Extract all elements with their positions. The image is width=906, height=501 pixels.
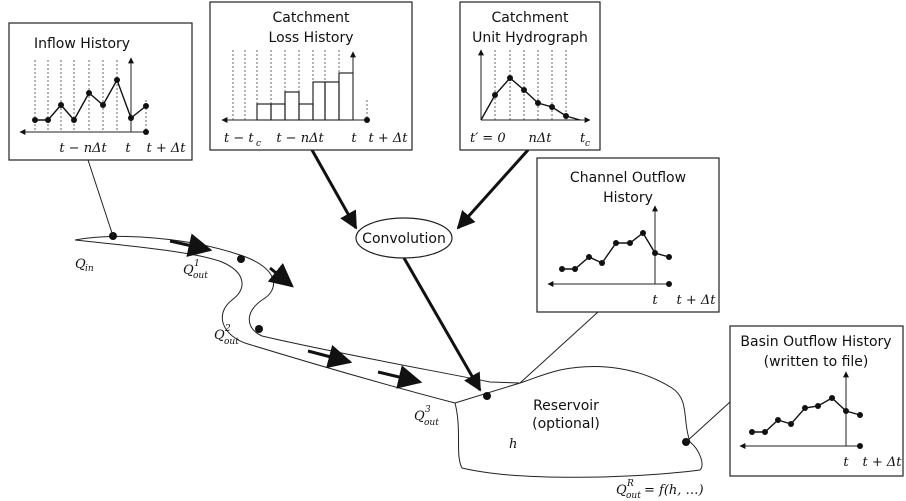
reservoir-label: Reservoir [533, 398, 599, 414]
uh-title-line1: Catchment [491, 10, 569, 26]
panel-basin-outflow-history: Basin Outflow History (written to file) … [729, 325, 904, 477]
svg-text:2: 2 [224, 324, 231, 334]
svg-text:in: in [85, 264, 94, 274]
inflow-tick-t-plus-dt: t + Δt [147, 141, 187, 156]
reservoir-h-label: h [509, 437, 517, 452]
svg-text:1: 1 [194, 259, 200, 269]
channel-points [559, 230, 672, 287]
loss-history-title-line2: Loss History [269, 30, 354, 46]
loss-dashed-grid [232, 50, 368, 120]
label-q-out1: Q 1 out [183, 259, 208, 281]
basin-outflow-title-line2: (written to file) [764, 354, 869, 370]
reservoir-outline [454, 366, 703, 478]
svg-text:out: out [224, 337, 239, 347]
channel-tick-t: t [652, 293, 658, 308]
basin-tick-t-plus-dt: t + Δt [863, 455, 903, 470]
svg-text:R: R [626, 479, 634, 489]
panel-channel-outflow-history: Channel Outflow History t t + Δt [536, 157, 720, 313]
panel-inflow-history: Inflow History t − nΔt t t + Δt [8, 22, 193, 161]
flow-arrows [169, 233, 423, 389]
svg-text:Q: Q [214, 328, 225, 343]
panel-catchment-unit-hydrograph: Catchment Unit Hydrograph t′ = 0 nΔt t c [459, 1, 601, 151]
channel-outflow-title-line2: History [603, 190, 653, 206]
inflow-tick-t: t [125, 141, 131, 156]
uh-tick-tc-sub: c [585, 139, 590, 149]
connectors [87, 159, 731, 443]
loss-tick-t: t [351, 131, 357, 146]
loss-history-title-line1: Catchment [272, 10, 350, 26]
uh-tick-ndt: nΔt [529, 131, 553, 146]
svg-text:Q: Q [75, 257, 86, 272]
channel-outflow-title-line1: Channel Outflow [570, 170, 686, 186]
inflow-tick-t-minus-ndt: t − nΔt [59, 141, 107, 156]
loss-tick-tc-sub: c [256, 139, 261, 149]
reach1-node [237, 255, 245, 263]
svg-text:out: out [193, 271, 208, 281]
uh-title-line2: Unit Hydrograph [472, 30, 588, 46]
channel-tick-t-plus-dt: t + Δt [677, 293, 717, 308]
svg-text:Q: Q [616, 483, 627, 498]
loss-tick-t-minus-tc: t − t [224, 131, 254, 146]
convolution-label: Convolution [362, 231, 446, 247]
panel-catchment-loss-history: Catchment Loss History t − t c [209, 1, 413, 151]
reservoir-inlet-node [483, 392, 491, 400]
svg-text:Q: Q [183, 263, 194, 278]
river-channel [74, 236, 521, 404]
svg-text:3: 3 [425, 405, 431, 415]
reach2-node [255, 325, 263, 333]
inflow-history-title: Inflow History [34, 36, 130, 52]
loss-tick-t-minus-ndt: t − nΔt [276, 131, 324, 146]
uh-tick-t-prime-0: t′ = 0 [470, 131, 506, 146]
convolution-arrows [310, 148, 530, 392]
inflow-points [32, 77, 149, 135]
svg-text:= f(h, …): = f(h, …) [644, 483, 704, 498]
svg-text:out: out [626, 491, 641, 501]
label-q-out2: Q 2 out [214, 324, 239, 347]
label-q-in: Q in [75, 257, 94, 274]
svg-text:Q: Q [414, 409, 425, 424]
loss-tick-t-plus-dt: t + Δt [369, 131, 409, 146]
uh-tick-tc: t [580, 131, 586, 146]
reservoir-optional-label: (optional) [532, 416, 600, 432]
convolution-node: Convolution [355, 217, 453, 259]
label-q-out3: Q 3 out [414, 405, 439, 428]
svg-text:out: out [424, 418, 439, 428]
basin-tick-t: t [843, 455, 849, 470]
basin-outflow-title-line1: Basin Outflow History [740, 334, 891, 350]
basin-points [749, 395, 863, 449]
uh-points [492, 75, 569, 119]
label-q-out-r: Q R out = f(h, …) [616, 479, 704, 501]
